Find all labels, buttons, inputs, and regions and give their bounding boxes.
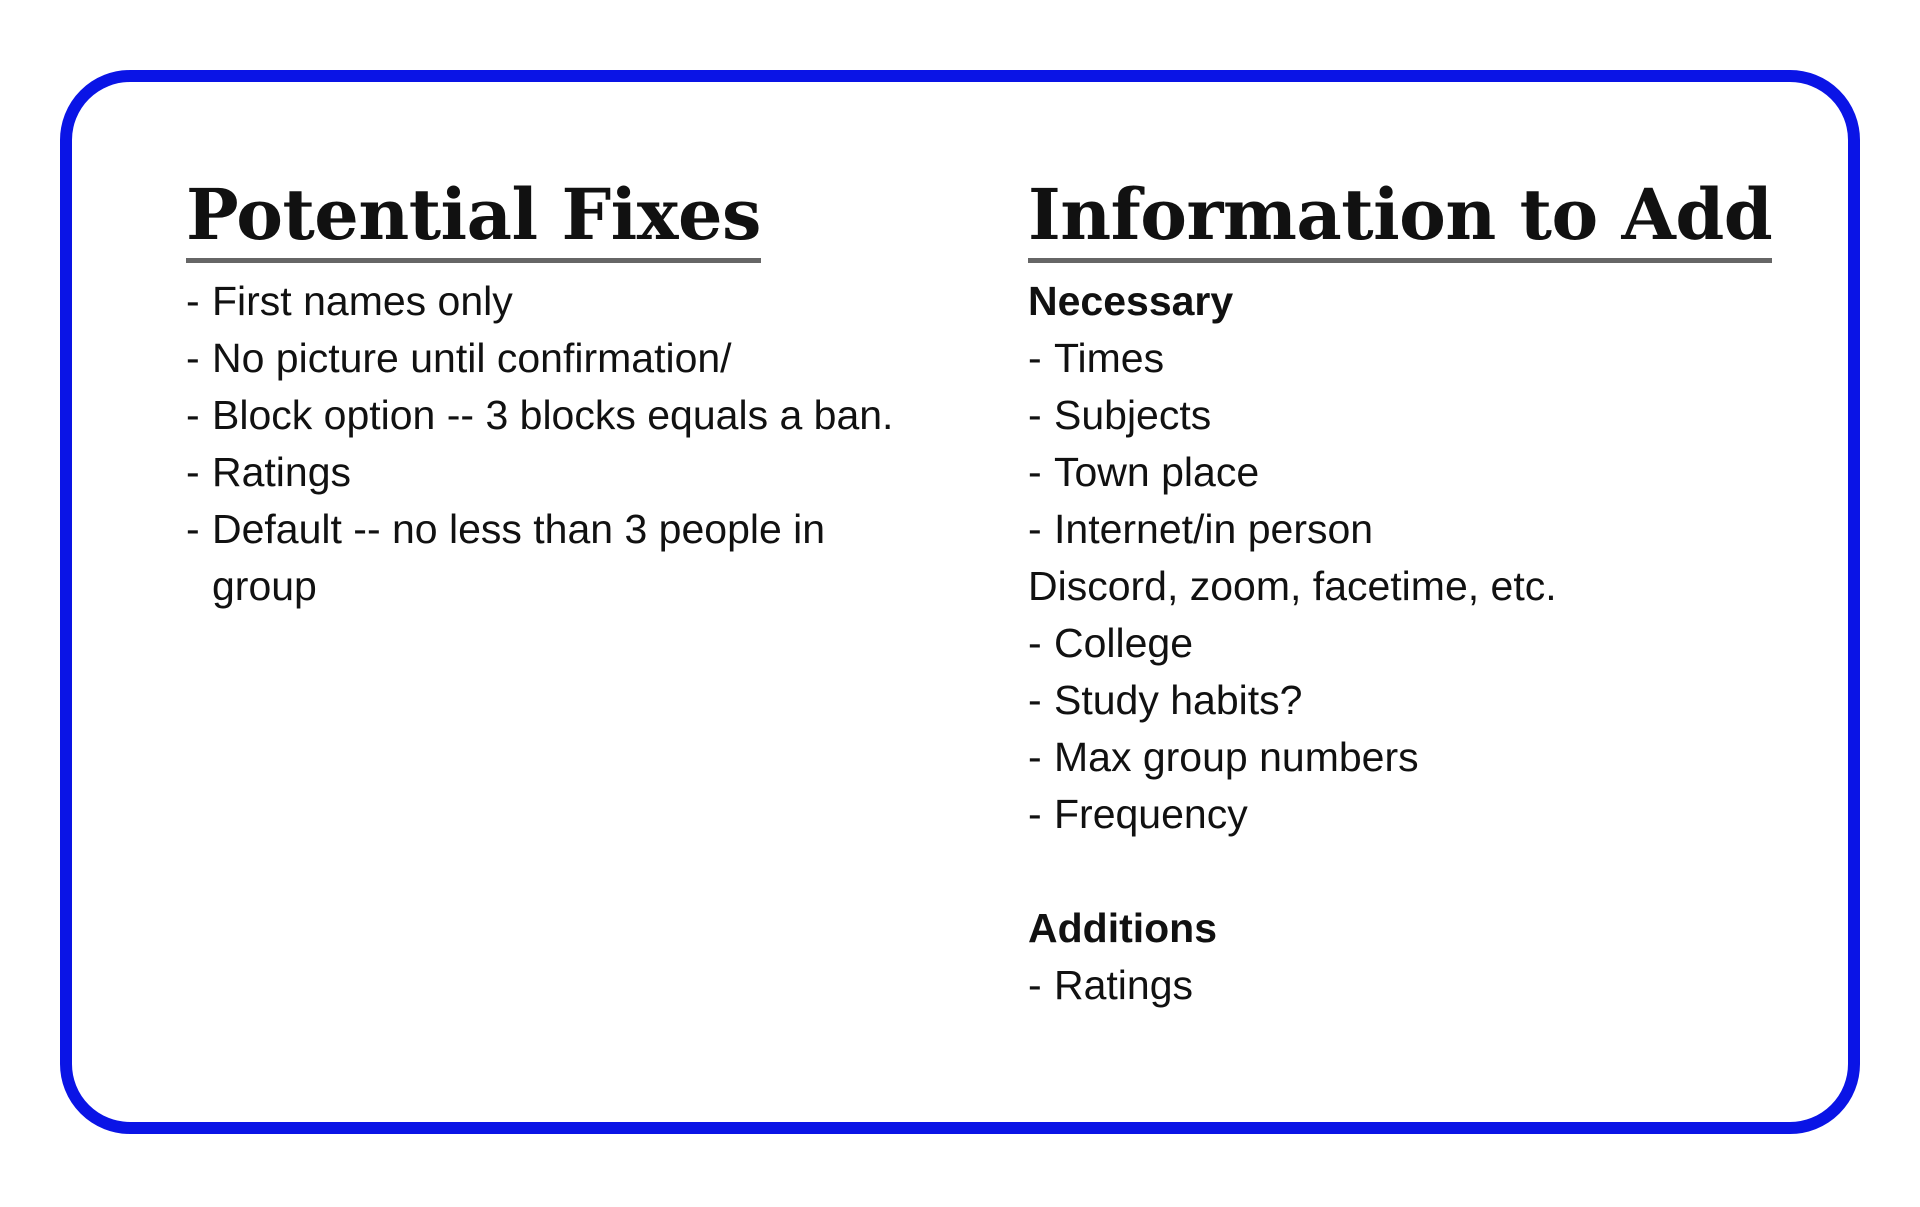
- list-item: -Ratings: [186, 444, 946, 501]
- information-to-add-list: Necessary -Times -Subjects -Town place -…: [1028, 273, 1828, 1014]
- list-item-text: Study habits?: [1054, 677, 1303, 723]
- list-item: -Block option -- 3 blocks equals a ban.: [186, 387, 946, 444]
- potential-fixes-section: Potential Fixes -First names only -No pi…: [186, 172, 946, 615]
- list-item: -Frequency: [1028, 786, 1828, 843]
- potential-fixes-heading: Potential Fixes: [186, 172, 761, 263]
- list-item-text: No picture until confirmation/: [212, 335, 732, 381]
- necessary-subheading: Necessary: [1028, 278, 1234, 324]
- list-item: -First names only: [186, 273, 946, 330]
- list-item-text: Ratings: [1054, 962, 1194, 1008]
- list-item: -Study habits?: [1028, 672, 1828, 729]
- information-to-add-section: Information to Add Necessary -Times -Sub…: [1028, 172, 1828, 1014]
- section-spacer: [1028, 843, 1828, 900]
- list-item-text: Default -- no less than 3 people in grou…: [212, 506, 826, 609]
- list-item: -No picture until confirmation/: [186, 330, 946, 387]
- list-item: -Subjects: [1028, 387, 1828, 444]
- list-item-text: Internet/in person: [1054, 506, 1374, 552]
- list-item-text: Frequency: [1054, 791, 1248, 837]
- list-item: -Ratings: [1028, 957, 1828, 1014]
- list-item: -Town place: [1028, 444, 1828, 501]
- list-item-text: Max group numbers: [1054, 734, 1419, 780]
- additions-subheading: Additions: [1028, 905, 1218, 951]
- list-item-text: Ratings: [212, 449, 352, 495]
- list-item-text: First names only: [212, 278, 513, 324]
- potential-fixes-list: -First names only -No picture until conf…: [186, 273, 946, 615]
- note-card: Potential Fixes -First names only -No pi…: [60, 70, 1860, 1134]
- internet-platforms-note: Discord, zoom, facetime, etc.: [1028, 563, 1557, 609]
- list-item: -Times: [1028, 330, 1828, 387]
- information-to-add-heading: Information to Add: [1028, 172, 1773, 263]
- list-item-text: Block option -- 3 blocks equals a ban.: [212, 392, 894, 438]
- list-item-text: College: [1054, 620, 1194, 666]
- list-item: -Max group numbers: [1028, 729, 1828, 786]
- list-item-text: Subjects: [1054, 392, 1212, 438]
- list-item: -Default -- no less than 3 people in gro…: [186, 501, 946, 615]
- list-item-text: Town place: [1054, 449, 1260, 495]
- list-item: -College: [1028, 615, 1828, 672]
- list-item-text: Times: [1054, 335, 1165, 381]
- list-item: -Internet/in person: [1028, 501, 1828, 558]
